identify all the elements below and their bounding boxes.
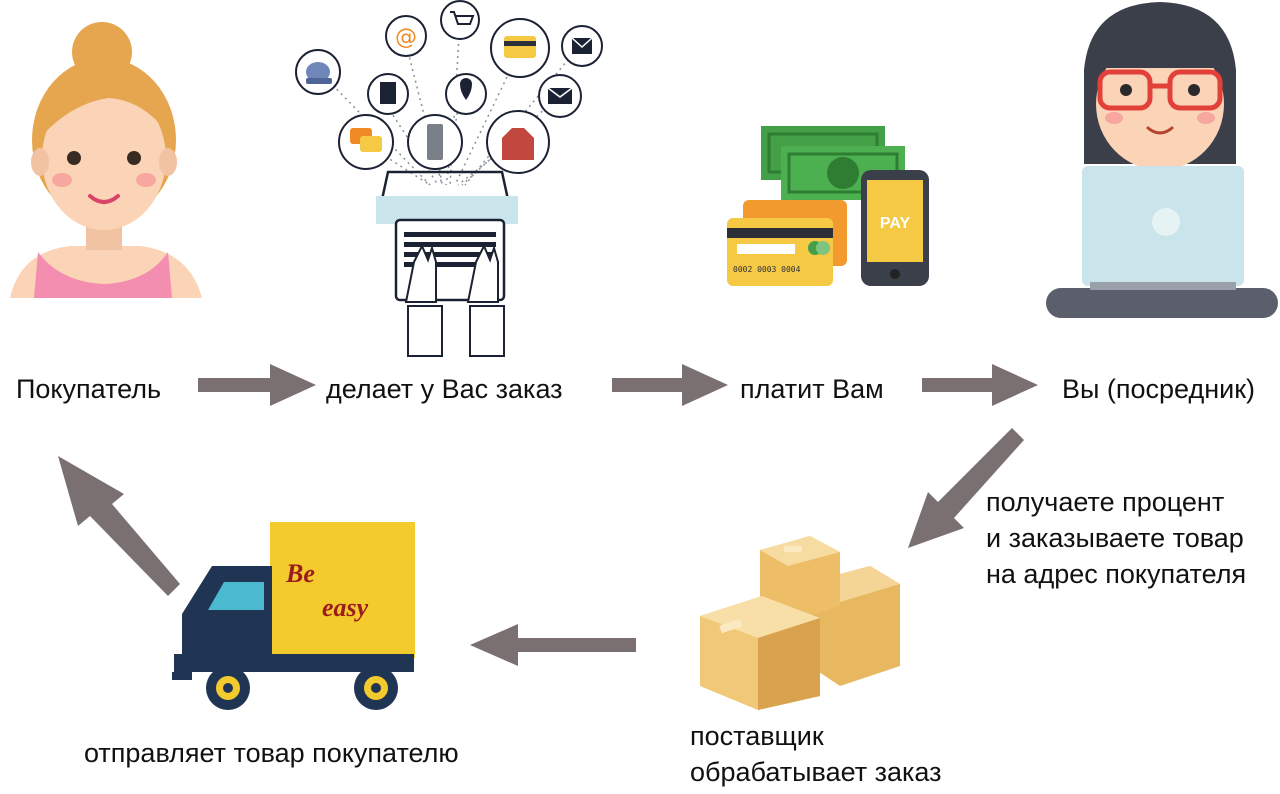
arrow-pay-to-you	[922, 364, 1038, 406]
truck-logo-easy: easy	[322, 593, 369, 622]
arrow-truck-to-buyer	[58, 456, 180, 596]
online-shopping-laptop-icon: @	[295, 0, 603, 357]
svg-text:@: @	[395, 25, 417, 50]
label-supplier-line-1: поставщик	[690, 721, 824, 751]
label-buyer: Покупатель	[16, 374, 162, 404]
buyer-woman-icon	[10, 22, 202, 298]
label-pay: платит Вам	[740, 374, 884, 404]
card-number-text: 0002 0003 0004	[733, 265, 801, 274]
payment-card-phone-icon: 0002 0003 0004 PAY	[727, 126, 929, 286]
pay-label: PAY	[880, 215, 911, 232]
arrow-buyer-to-order	[198, 364, 316, 406]
arrow-you-to-supplier	[908, 428, 1024, 548]
label-ship: отправляет товар покупателю	[84, 738, 459, 768]
truck-logo-be: Be	[285, 559, 315, 588]
label-order: делает у Вас заказ	[326, 374, 563, 404]
label-percent-line-3: на адрес покупателя	[986, 559, 1247, 589]
delivery-truck-icon: Be easy	[172, 522, 415, 710]
arrow-supplier-to-truck	[470, 624, 636, 666]
cardboard-boxes-icon	[700, 536, 900, 710]
label-supplier-line-2: обрабатывает заказ	[690, 757, 942, 787]
intermediary-woman-laptop-icon	[1046, 2, 1278, 318]
label-you: Вы (посредник)	[1062, 374, 1256, 404]
arrow-order-to-pay	[612, 364, 728, 406]
label-percent-line-1: получаете процент	[986, 487, 1225, 517]
label-percent-line-2: и заказываете товар	[986, 523, 1244, 553]
